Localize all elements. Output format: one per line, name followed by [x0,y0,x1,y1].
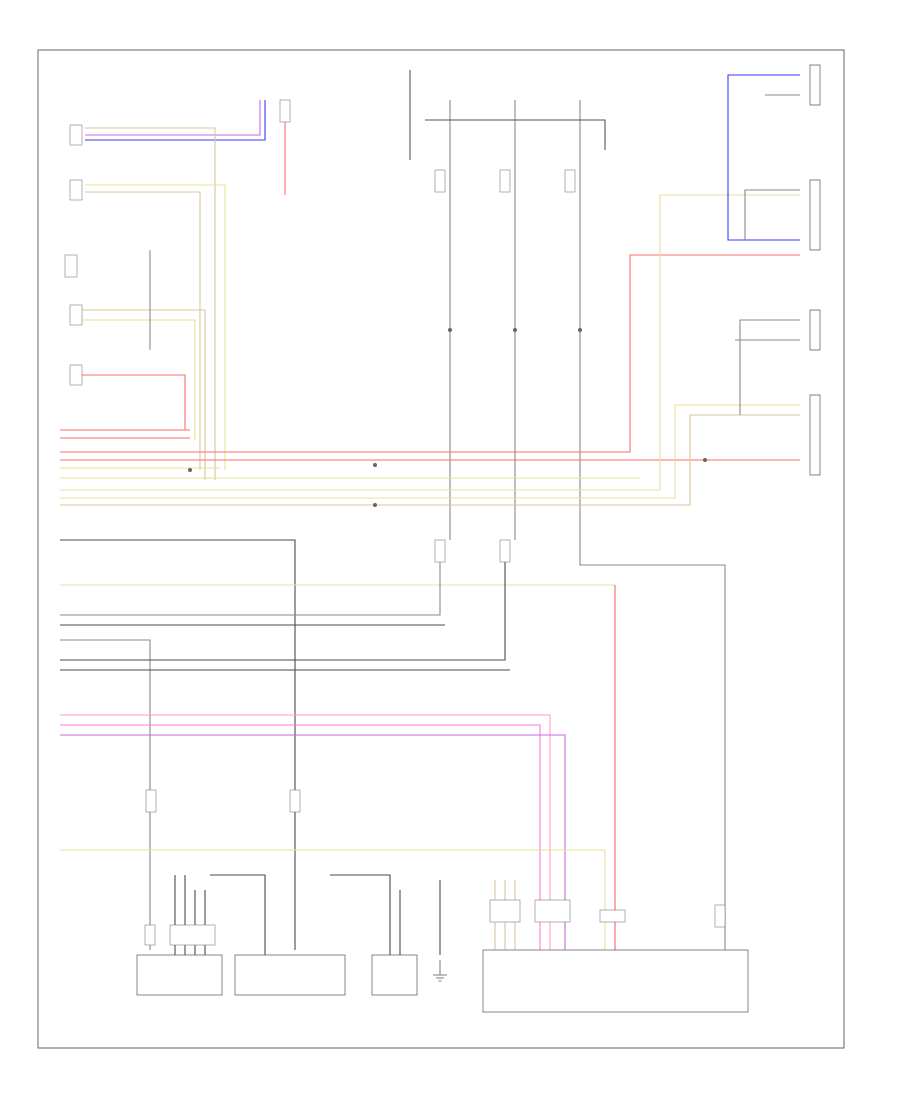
connector-icon [599,909,626,923]
diagram-frame [37,49,845,1049]
component-box [234,954,346,996]
wires-left-front-tweeter [720,74,800,461]
wires-speaker-bus [60,194,800,506]
splice-icon [448,328,452,332]
splice-icon [373,463,377,467]
connector-icon [69,364,83,386]
connector-icon [69,179,83,201]
speakers-left-side [64,124,83,386]
bottom-components [136,949,749,1013]
connector-icon [289,789,301,813]
inline-connectors [144,99,726,946]
connector-icon [64,254,78,278]
wires-right-rear-tweeter [80,250,206,480]
speaker-icon [809,309,821,351]
speaker-icon [809,64,821,106]
connector-icon [434,539,446,563]
connector-icon [169,924,216,946]
speakers-right-side [809,64,821,476]
wires-top-antenna [409,70,726,1000]
splice-icon [373,503,377,507]
wires-can-bus [60,714,606,950]
connector-icon [564,169,576,193]
component-box [371,954,418,996]
wires-signal [60,539,616,950]
wires-right-front-tweeter [85,100,286,480]
connector-icon [144,924,156,946]
ground-symbol-icon [433,960,447,982]
connector-icon [714,904,726,928]
component-box [482,949,749,1013]
connector-icon [499,169,511,193]
splice-icon [513,328,517,332]
connector-icon [69,304,83,326]
wires-bottom-components [174,874,516,955]
connector-icon [145,789,157,813]
splice-icon [188,468,192,472]
speaker-icon [809,394,821,476]
connector-icon [69,124,83,146]
connector-icon [279,99,291,123]
splice-icon [578,328,582,332]
splices [188,328,707,507]
component-box [136,954,223,996]
splice-icon [703,458,707,462]
speaker-icon [809,179,821,251]
connector-icon [434,169,446,193]
connector-icon [534,899,571,923]
connector-icon [489,899,521,923]
connector-icon [499,539,511,563]
